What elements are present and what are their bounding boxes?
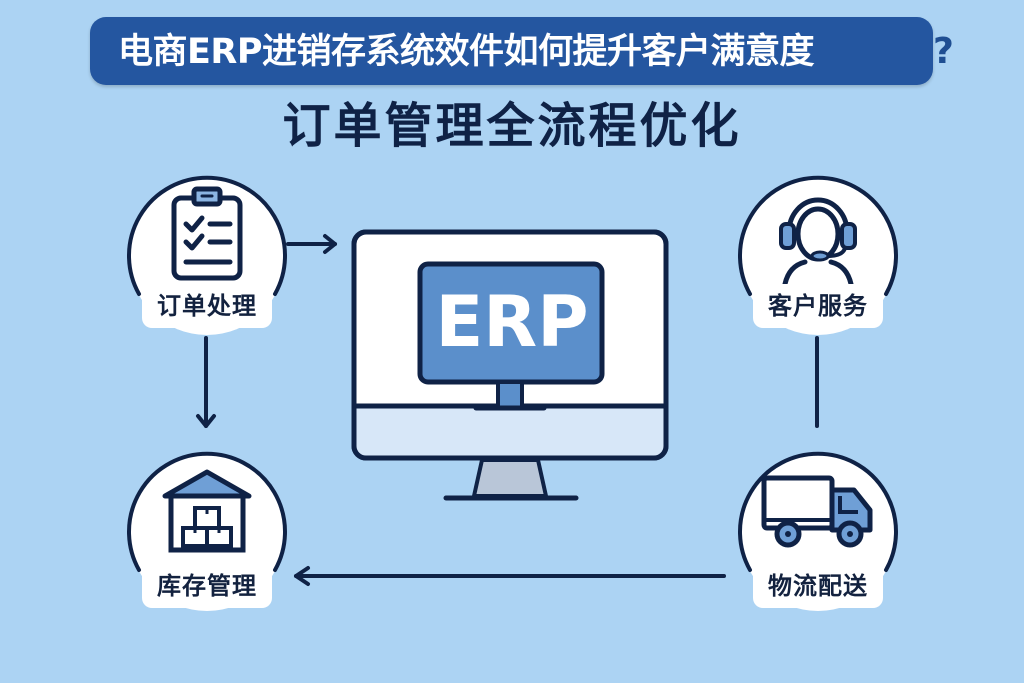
node-label: 客户服务	[753, 284, 883, 328]
title-banner	[90, 17, 933, 85]
node-inventory-management: 库存管理	[122, 448, 292, 618]
node-label: 库存管理	[142, 564, 272, 608]
node-label: 订单处理	[142, 284, 272, 328]
headset-agent-icon	[779, 197, 857, 284]
warehouse-boxes-icon	[162, 469, 252, 553]
monitor-icon	[351, 229, 669, 501]
erp-label: ERP	[435, 281, 589, 363]
connector-line	[815, 336, 819, 428]
arrow-down-icon	[196, 336, 216, 428]
node-customer-service: 客户服务	[733, 172, 903, 342]
banner-title: 电商ERP进销存系统效件如何提升客户满意度	[118, 32, 815, 72]
arrow-left-icon	[294, 566, 726, 586]
node-label: 物流配送	[753, 564, 883, 608]
arrow-right-icon	[286, 234, 337, 254]
node-logistics-delivery: 物流配送	[733, 448, 903, 618]
clipboard-checklist-icon	[171, 186, 243, 281]
delivery-truck-icon	[761, 475, 873, 548]
question-mark: ?	[933, 31, 954, 72]
node-order-processing: 订单处理	[122, 172, 292, 342]
page-subtitle: 订单管理全流程优化	[282, 98, 742, 154]
